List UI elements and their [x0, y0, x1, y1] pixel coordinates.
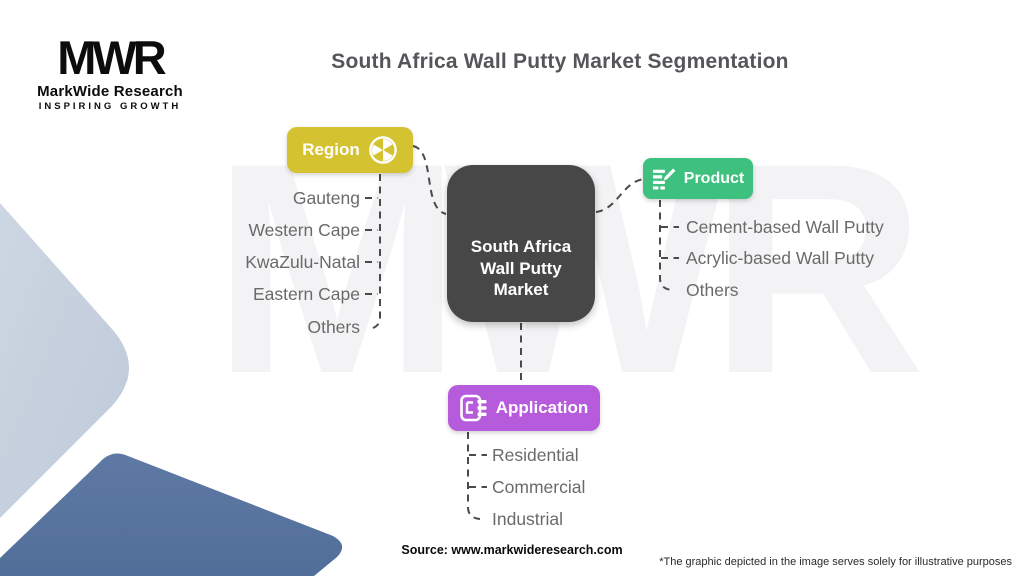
region-item: Eastern Cape: [252, 284, 360, 304]
product-item: Others: [686, 280, 739, 300]
product-item: Cement-based Wall Putty: [686, 217, 884, 237]
central-market-node: South Africa Wall Putty Market: [447, 165, 595, 322]
application-item: Commercial: [492, 477, 586, 497]
application-item: Industrial: [492, 509, 564, 529]
logo-tagline: INSPIRING GROWTH: [38, 100, 182, 112]
region-branch-line: [367, 174, 381, 330]
region-badge-label: Region: [302, 140, 360, 159]
application-item: Residential: [492, 445, 579, 465]
disclaimer-text: *The graphic depicted in the image serve…: [659, 556, 1012, 568]
logo-monogram: MWR: [57, 31, 166, 84]
markwide-logo: MWR MarkWide Research INSPIRING GROWTH: [28, 31, 192, 112]
product-badge: Product: [643, 158, 753, 199]
region-badge: Region: [287, 127, 413, 173]
dark-diamond-shape: [0, 453, 343, 576]
light-diamond-shape: [0, 203, 129, 518]
edit-list-icon: [652, 167, 676, 190]
application-badge-label: Application: [495, 398, 589, 417]
region-item: Others: [307, 317, 360, 337]
region-item: KwaZulu-Natal: [245, 252, 360, 272]
region-item: Gauteng: [292, 188, 360, 208]
product-item: Acrylic-based Wall Putty: [686, 248, 875, 268]
central-node-line3: Market: [493, 280, 549, 299]
application-badge: Application: [448, 385, 600, 431]
globe-shutter-icon: [368, 136, 397, 164]
product-branch-line: [659, 200, 673, 291]
region-item: Western Cape: [248, 220, 360, 240]
connector-center-to-product: [595, 178, 645, 213]
source-text: Source: www.markwideresearch.com: [401, 543, 623, 557]
flowchart-icon: [459, 394, 487, 422]
central-node-line1: South Africa: [470, 237, 572, 256]
connector-region-to-center: [412, 145, 447, 215]
logo-name: MarkWide Research: [37, 82, 183, 100]
application-branch-line: [467, 432, 481, 520]
central-node-line2: Wall Putty: [480, 258, 562, 278]
page-title: South Africa Wall Putty Market Segmentat…: [331, 50, 789, 73]
product-badge-label: Product: [683, 169, 745, 187]
